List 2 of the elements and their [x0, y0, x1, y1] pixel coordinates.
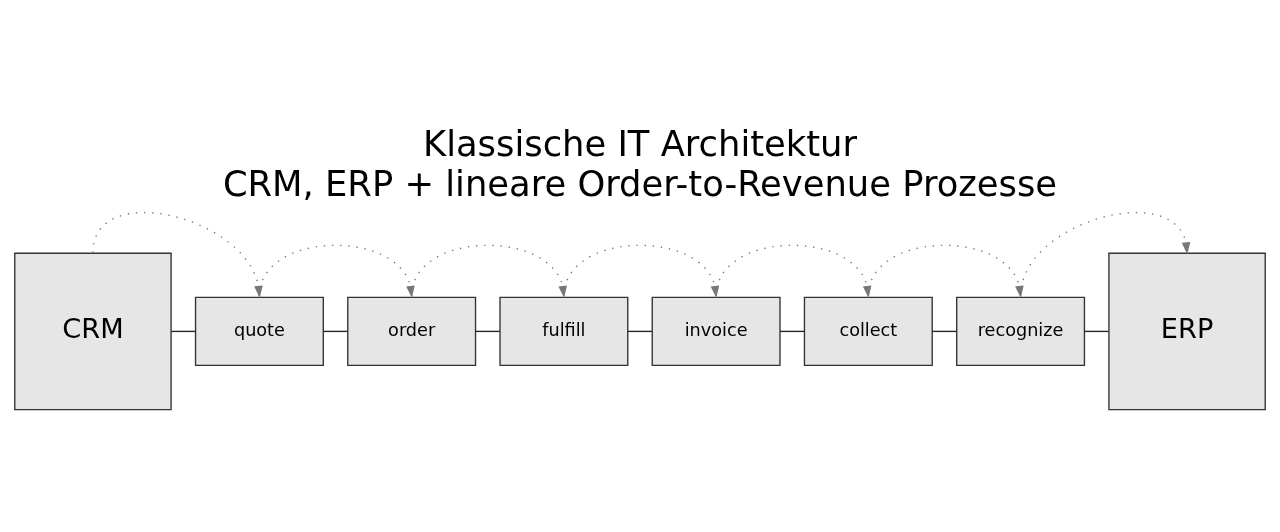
caption: CRM, ERP + lineare Order-to-Revenue Prozesse — [222, 162, 1058, 204]
diagram-title: Klassische IT Architektur — [422, 123, 858, 165]
